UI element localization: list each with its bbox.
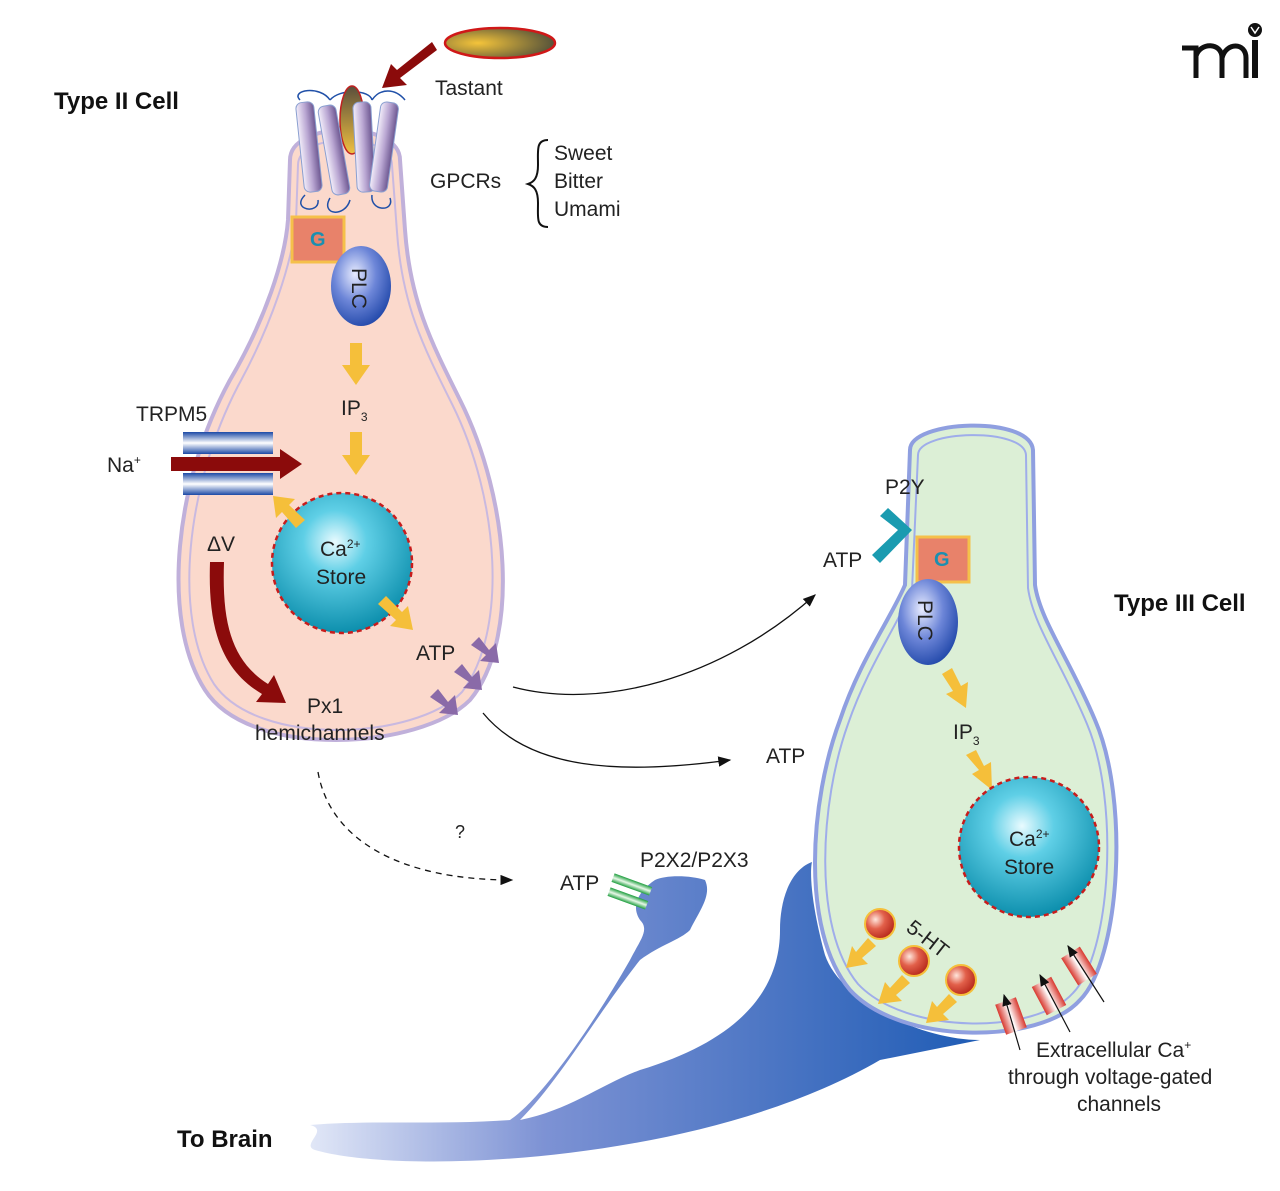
type3-atp-label: ATP [823,549,862,572]
store-to-atp-arrow [378,596,413,630]
svg-text:Ca2+: Ca2+ [320,537,361,561]
tastant-label: Tastant [435,77,503,100]
na-label: Na+ [107,453,141,477]
type2-ca-store: Ca2+ Store [270,491,414,635]
svg-text:G: G [310,229,326,251]
type3-ip3-to-store-arrow [966,750,992,790]
type3-title: Type III Cell [1114,590,1246,617]
p2x-label: P2X2/P2X3 [640,849,749,872]
svg-text:Store: Store [316,566,366,589]
type2-atp-label: ATP [416,642,455,665]
p2x-receptor [607,873,653,910]
tastant-arrow [382,42,437,88]
svg-text:PLC: PLC [913,600,936,641]
mi-logo [1182,23,1262,78]
ip3-to-store-arrow [342,432,370,475]
type2-g-protein: G [290,215,346,264]
svg-text:G: G [934,549,950,571]
type3-plc: PLC [898,579,958,665]
type3-inner-membrane [824,434,1109,1025]
type3-ca-store: Ca2+ Store [957,775,1101,919]
receptor-bitter: Bitter [554,170,603,193]
svg-text:PLC: PLC [347,268,370,309]
receptor-sweet: Sweet [554,142,613,165]
hemichannels-label: hemichannels [255,722,385,745]
vesicle [864,908,896,940]
nerve-atp-label: ATP [560,872,599,895]
extracellular-line-2: through voltage-gated [1008,1066,1212,1089]
type2-ip3-label: IP3 [341,397,368,424]
nerve-fiber [310,862,980,1162]
atp-release-arrow [482,712,732,768]
voltage-gated-ca-channels [995,944,1105,1051]
px1-label: Px1 [307,695,343,718]
type2-plc: PLC [331,246,391,326]
serotonin-vesicles [846,908,977,1023]
trpm5-channel [183,432,273,495]
store-to-trpm5-arrow [273,496,305,528]
vesicle [898,945,930,977]
svg-text:Ca2+: Ca2+ [1009,827,1050,851]
gpcrs-label: GPCRs [430,170,501,193]
afferent-nerve [310,862,980,1162]
delta-v-label: ΔV [207,533,235,556]
to-brain-label: To Brain [177,1126,273,1153]
type3-plc-to-ip3-arrow [942,668,968,708]
vesicle [945,964,977,996]
na-influx-arrow [171,449,302,479]
free-atp-label: ATP [766,745,805,768]
tastant-molecule [443,26,557,60]
trpm5-label: TRPM5 [136,403,207,426]
atp-to-p2y-arrow [512,594,816,696]
plc-to-ip3-arrow [342,343,370,385]
svg-text:Store: Store [1004,856,1054,879]
extracellular-line-3: channels [1077,1093,1161,1116]
p2y-label: P2Y [885,476,925,499]
depolarization-arrow [209,562,286,703]
unknown-pathway-label: ? [455,822,465,842]
px1-hemichannel-arrows [430,637,499,715]
atp-to-nerve-dashed-arrow [317,771,514,886]
type3-g-protein: G [915,535,971,584]
type2-title: Type II Cell [54,88,179,115]
receptor-umami: Umami [554,198,621,221]
receptor-brace [524,139,549,228]
extracellular-line-1: Extracellular Ca+ [1036,1038,1191,1062]
p2y-receptor [872,508,912,563]
type3-ip3-label: IP3 [953,721,980,748]
gpcr-receptor [295,85,406,213]
